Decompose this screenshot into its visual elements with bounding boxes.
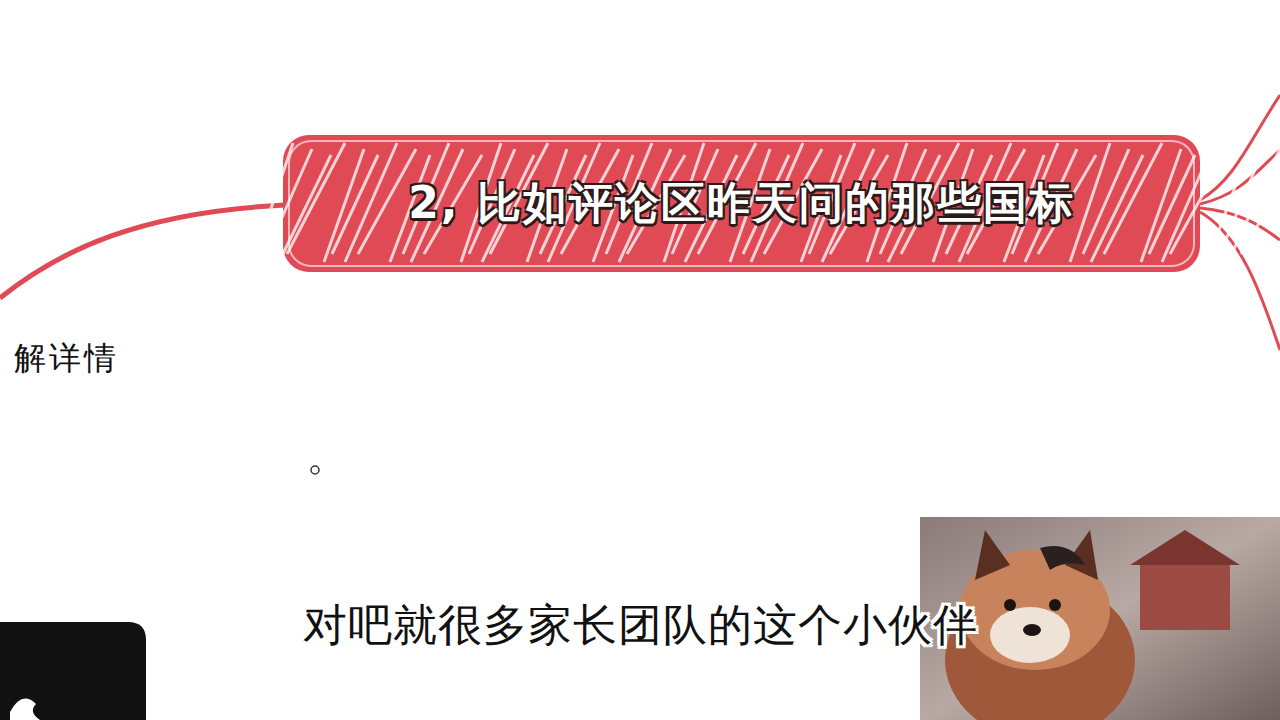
branch-fan xyxy=(1200,95,1280,350)
panel-mark xyxy=(10,699,40,720)
topic-text: 2, 比如评论区昨天问的那些国标 xyxy=(283,177,1200,230)
dark-panel xyxy=(0,622,146,720)
topic-box: 2, 比如评论区昨天问的那些国标 xyxy=(283,135,1200,272)
branch-label: 解详情 xyxy=(14,337,119,381)
dot xyxy=(311,466,319,474)
branch-line xyxy=(0,205,285,298)
subtitle: 对吧就很多家长团队的这个小伙伴 xyxy=(303,596,978,655)
